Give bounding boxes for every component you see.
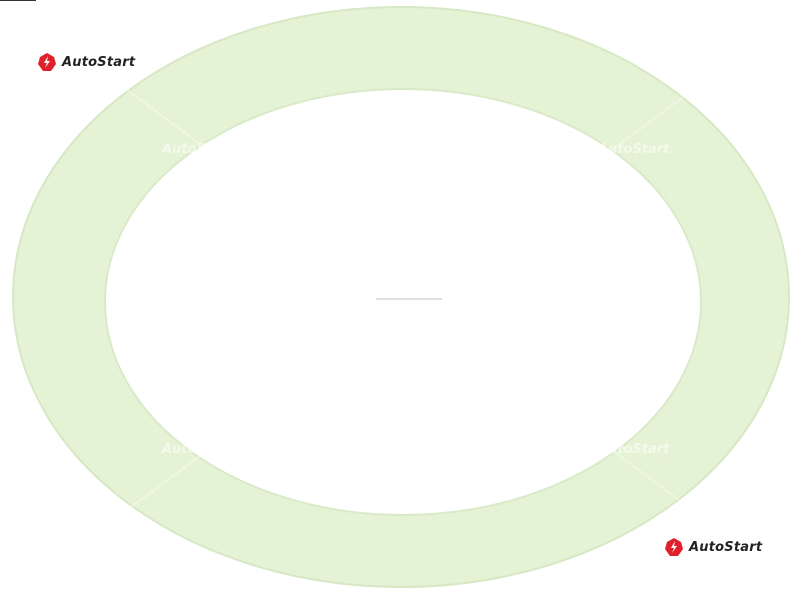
autostart-logo-icon — [38, 53, 56, 71]
watermark-text: AutoStart — [162, 142, 234, 157]
watermark-text: AutoStart — [598, 442, 670, 457]
brand-logo-bottom: AutoStart — [664, 537, 762, 557]
brand-name: AutoStart — [62, 54, 136, 70]
o-ring-inner-edge — [104, 88, 702, 516]
center-mark — [376, 298, 442, 300]
brand-logo-top: AutoStart — [37, 52, 135, 72]
o-ring-outer-edge — [12, 6, 790, 588]
brand-name: AutoStart — [689, 539, 763, 555]
watermark-text: AutoStart — [598, 142, 670, 157]
watermark-text: AutoStart — [162, 442, 234, 457]
autostart-logo-icon — [665, 538, 683, 556]
